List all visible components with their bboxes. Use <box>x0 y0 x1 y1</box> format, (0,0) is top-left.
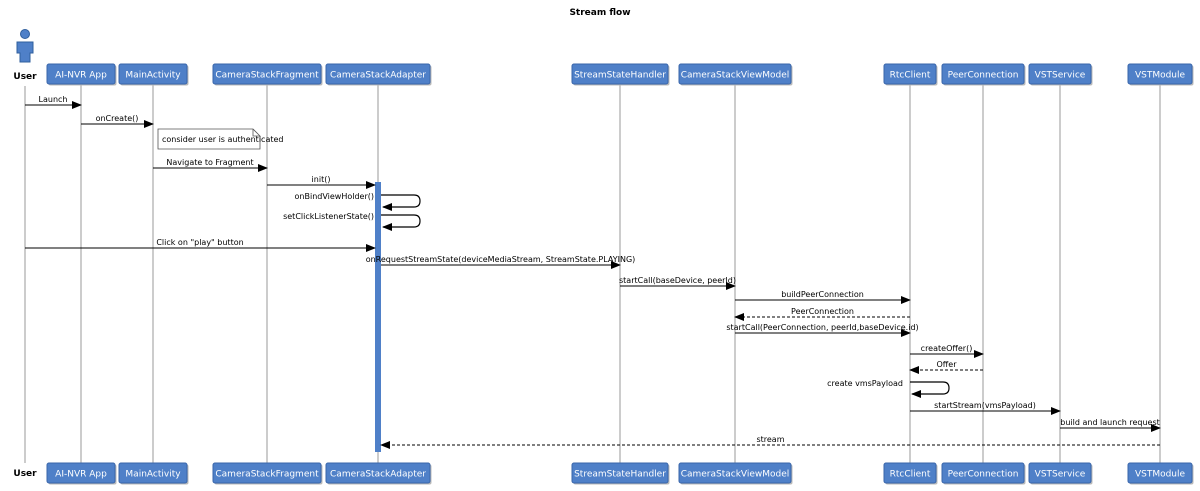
participant-streamstatehandler-top: StreamStateHandler <box>571 63 670 86</box>
participant-streamstatehandler-bottom: StreamStateHandler <box>571 462 670 485</box>
participant-ai-nvr-app-top: AI-NVR App <box>46 63 117 86</box>
participant-mainactivity-top: MainActivity <box>118 63 189 86</box>
message-label: buildPeerConnection <box>781 290 864 299</box>
message-4-init: init() <box>267 175 376 189</box>
message-label: PeerConnection <box>791 307 854 316</box>
message-arrow <box>381 214 421 231</box>
note-box <box>157 128 261 150</box>
participant-label: VSTModule <box>1135 71 1186 81</box>
participant-peerconnection-top: PeerConnection <box>941 63 1026 86</box>
messages: Launch onCreate() Navigate to Fragment init… <box>25 95 1161 449</box>
participant-label: CameraStackAdapter <box>330 71 426 81</box>
participant-peerconnection-bottom: PeerConnection <box>941 462 1026 485</box>
participant-camerastackfragment-bottom: CameraStackFragment <box>212 462 323 485</box>
message-label: setClickListenerState() <box>283 212 374 221</box>
message-12-startcall-peerconnection-peerid-basedevice-id: startCall(PeerConnection, peerId,baseDev… <box>726 323 919 337</box>
note-fold <box>252 129 260 137</box>
message-2-oncreate: onCreate() <box>81 114 154 128</box>
message-8-onrequeststreamstate-devicemediastream-streamstate-playing: onRequestStreamState(deviceMediaStream, … <box>366 255 636 269</box>
message-label: startStream(vmsPayload) <box>934 401 1036 410</box>
activation-bar-camera-stack-adapter <box>375 182 381 452</box>
participant-vstmodule-top: VSTModule <box>1127 63 1194 86</box>
message-15-create-vmspayload: create vmsPayload <box>827 379 950 398</box>
message-6-setclicklistenerstate: setClickListenerState() <box>283 212 421 231</box>
participant-vstmodule-bottom: VSTModule <box>1127 462 1194 485</box>
message-9-startcall-basedevice-peerid: startCall(baseDevice, peerId) <box>619 276 736 290</box>
message-3-navigate-to-fragment: Navigate to Fragment <box>153 158 268 172</box>
participant-label: PeerConnection <box>948 71 1019 81</box>
message-1-launch: Launch <box>25 95 82 109</box>
message-10-buildpeerconnection: buildPeerConnection <box>735 290 911 304</box>
participant-ai-nvr-app-bottom: AI-NVR App <box>46 462 117 485</box>
actor-user-top: User <box>13 29 37 82</box>
message-arrow <box>910 381 950 398</box>
participant-label: CameraStackFragment <box>215 71 319 81</box>
message-label: Navigate to Fragment <box>166 158 253 167</box>
message-label: create vmsPayload <box>827 379 903 388</box>
participant-label: CameraStackViewModel <box>681 71 790 81</box>
participant-camerastackadapter-top: CameraStackAdapter <box>325 63 432 86</box>
participant-label: StreamStateHandler <box>574 470 666 480</box>
message-16-startstream-vmspayload: startStream(vmsPayload) <box>910 401 1061 415</box>
participant-vstservice-top: VSTService <box>1028 63 1093 86</box>
participant-camerastackviewmodel-bottom: CameraStackViewModel <box>678 462 793 485</box>
participant-rtcclient-bottom: RtcClient <box>883 462 938 485</box>
participant-label: CameraStackFragment <box>215 470 319 480</box>
message-13-createoffer: createOffer() <box>910 344 984 358</box>
message-18-stream: stream <box>380 435 1160 449</box>
message-label: onRequestStreamState(deviceMediaStream, … <box>366 255 636 264</box>
participant-camerastackfragment-top: CameraStackFragment <box>212 63 323 86</box>
participant-label: AI-NVR App <box>55 71 107 81</box>
participant-label: VSTService <box>1035 71 1086 81</box>
participant-camerastackviewmodel-top: CameraStackViewModel <box>678 63 793 86</box>
message-11-peerconnection: PeerConnection <box>734 307 910 321</box>
message-5-onbindviewholder: onBindViewHolder() <box>295 192 421 211</box>
message-7-click-on-play-button: Click on "play" button <box>25 238 376 252</box>
actor-label: User <box>13 72 37 82</box>
participant-label: MainActivity <box>125 71 181 81</box>
actor-user-bottom: User <box>13 469 37 479</box>
message-arrow <box>381 194 421 211</box>
message-label: Click on "play" button <box>156 238 243 247</box>
message-label: onBindViewHolder() <box>295 192 374 201</box>
participant-label: VSTService <box>1035 470 1086 480</box>
actor-label: User <box>13 469 37 479</box>
message-label: startCall(baseDevice, peerId) <box>619 276 736 285</box>
diagram-title: Stream flow <box>569 8 630 18</box>
message-label: Offer <box>936 360 957 369</box>
message-14-offer: Offer <box>909 360 983 374</box>
message-label: init() <box>312 175 331 184</box>
note-text: consider user is authenticated <box>162 135 283 144</box>
participant-label: PeerConnection <box>948 470 1019 480</box>
participant-rtcclient-top: RtcClient <box>883 63 938 86</box>
message-label: onCreate() <box>96 114 139 123</box>
message-label: build and launch request <box>1060 418 1160 427</box>
message-label: stream <box>756 435 784 444</box>
participant-label: AI-NVR App <box>55 470 107 480</box>
person-icon <box>16 29 34 63</box>
participant-label: MainActivity <box>125 470 181 480</box>
participant-label: VSTModule <box>1135 470 1186 480</box>
message-17-build-and-launch-request: build and launch request <box>1060 418 1161 432</box>
participant-label: CameraStackViewModel <box>681 470 790 480</box>
participant-camerastackadapter-bottom: CameraStackAdapter <box>325 462 432 485</box>
participant-label: CameraStackAdapter <box>330 470 426 480</box>
activation-bars <box>375 182 381 452</box>
message-label: Launch <box>39 95 68 104</box>
message-label: startCall(PeerConnection, peerId,baseDev… <box>726 323 918 332</box>
message-label: createOffer() <box>921 344 973 353</box>
participant-label: RtcClient <box>890 71 931 81</box>
participant-vstservice-bottom: VSTService <box>1028 462 1093 485</box>
participant-mainactivity-bottom: MainActivity <box>118 462 189 485</box>
participant-label: RtcClient <box>890 470 931 480</box>
participant-label: StreamStateHandler <box>574 71 666 81</box>
note: consider user is authenticated <box>157 128 283 150</box>
